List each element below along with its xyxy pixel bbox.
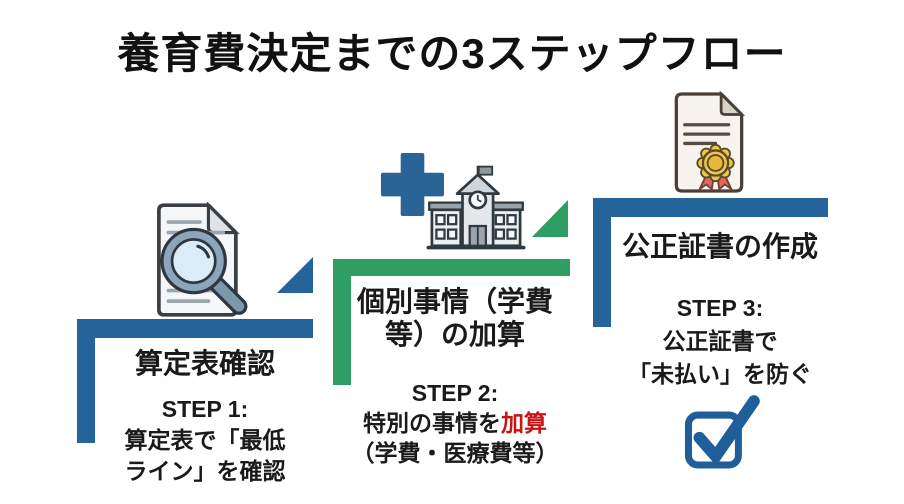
step2-description: STEP 2: 特別の事情を加算 （学費・医療費等）	[330, 378, 580, 468]
step1-bracket-vertical	[77, 319, 95, 443]
step2-bracket-horizontal	[333, 259, 570, 276]
checkbox-checked-icon	[683, 392, 761, 474]
step3-bracket-vertical	[593, 198, 611, 327]
step3-desc-line1: 公正証書で	[662, 328, 778, 354]
step2-heading: 個別事情（学費 等）の加算	[340, 285, 570, 351]
step2-bracket-vertical	[333, 259, 351, 385]
step3-heading: 公正証書の作成	[621, 231, 818, 262]
plus-icon	[381, 153, 444, 216]
step2-label: STEP 2:	[411, 380, 499, 406]
step2-heading-line2: 等）の加算	[384, 319, 525, 350]
step1-description: STEP 1: 算定表で「最低 ライン」を確認	[70, 394, 340, 487]
step1-heading: 算定表確認	[134, 348, 275, 379]
school-icon	[426, 163, 526, 253]
step-up-arrow-2-icon	[532, 200, 568, 237]
step3-label: STEP 3:	[676, 295, 764, 321]
step2-desc-line2: （学費・医療費等）	[351, 440, 559, 466]
step2-desc-line1: 特別の事情を加算	[330, 408, 580, 438]
step3-bracket-horizontal	[593, 198, 828, 217]
step2-heading-line1: 個別事情（学費	[356, 286, 553, 317]
step3-description: STEP 3: 公正証書で 「未払い」を防ぐ	[590, 292, 850, 391]
step3-desc-line2: 「未払い」を防ぐ	[628, 361, 812, 387]
step2-desc-highlight: 加算	[501, 410, 547, 436]
document-magnifier-icon	[147, 202, 253, 318]
step1-label: STEP 1:	[161, 396, 249, 422]
certificate-icon	[667, 91, 751, 194]
step2-desc-prefix: 特別の事情を	[363, 410, 501, 436]
step1-desc-line2: ライン」を確認	[124, 458, 286, 484]
step-up-arrow-1-icon	[277, 257, 313, 293]
step1-bracket-horizontal	[77, 319, 313, 338]
step1-desc-line1: 算定表で「最低	[124, 427, 286, 453]
page-title: 養育費決定までの3ステップフロー	[117, 30, 787, 77]
